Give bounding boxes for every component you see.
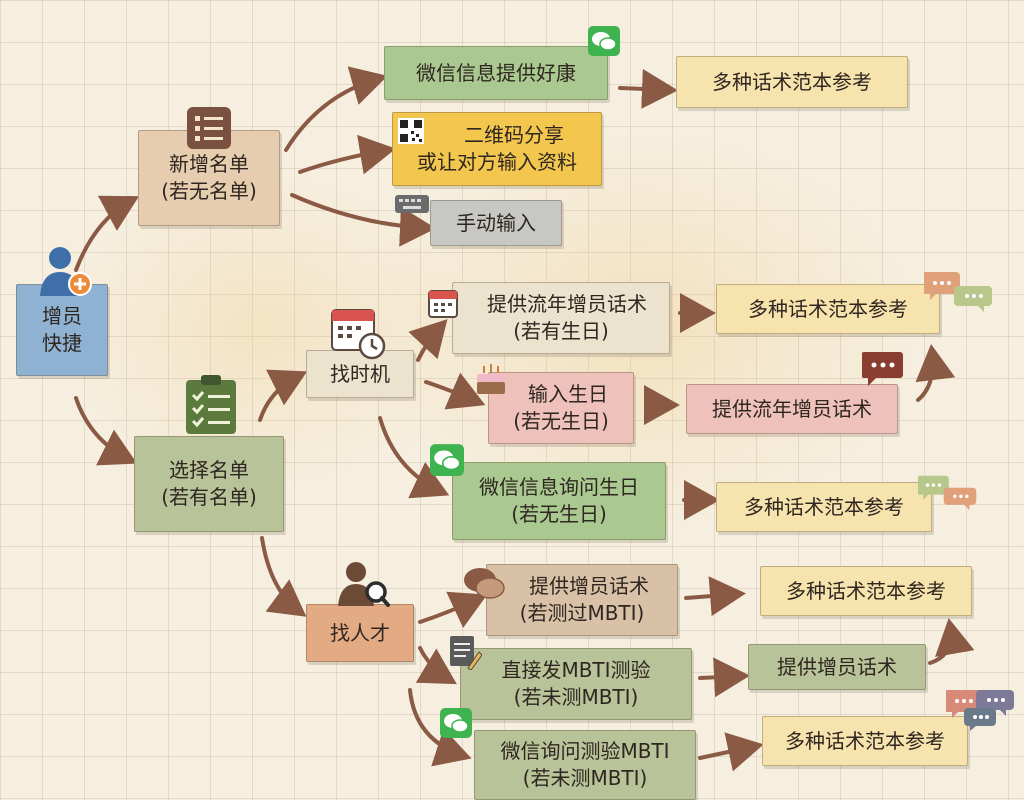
- arrow-new-to-manual: [290, 193, 436, 247]
- send-mbti-node: 直接发MBTI测验 (若未测MBTI): [460, 648, 692, 720]
- arrow-mbti-to-recruit2: [698, 657, 750, 698]
- wechat-ask-birthday-node: 微信信息询问生日 (若无生日): [452, 462, 666, 540]
- wechat-icon: [430, 444, 464, 476]
- arrow-root-to-select: [74, 396, 138, 466]
- find-talent-label: 找人才: [330, 620, 390, 645]
- offer-recruit-node: 提供增员话术 (若测过MBTI): [486, 564, 678, 636]
- wechat-icon: [440, 708, 472, 738]
- calendar-icon: [428, 290, 458, 318]
- clipboard-checklist-icon: [186, 375, 236, 434]
- offer-yearly-node: 提供流年增员话术 (若有生日): [452, 282, 670, 354]
- offer-recruit-2-label: 提供增员话术: [777, 654, 897, 679]
- person-search-icon: [338, 562, 390, 607]
- scripts-ref-2-label: 多种话术范本参考: [748, 296, 908, 321]
- arrow-root-to-new: [74, 195, 140, 272]
- keyboard-icon: [395, 195, 429, 213]
- wechat-offer-label: 微信信息提供好康: [416, 60, 576, 85]
- wechat-ask-mbti-line2: (若未测MBTI): [522, 766, 648, 790]
- calendar-clock-icon: [331, 309, 386, 360]
- scripts-ref-4-label: 多种话术范本参考: [786, 578, 946, 603]
- wechat-icon: [588, 26, 620, 56]
- manual-input-node: 手动输入: [430, 200, 562, 246]
- input-birthday-line1: 输入生日: [528, 382, 608, 406]
- scripts-ref-3-label: 多种话术范本参考: [744, 494, 904, 519]
- arrow-talent-to-wechatmbti: [408, 688, 472, 767]
- chat-bubble-icon: [862, 352, 903, 386]
- offer-yearly-line1: 提供流年增员话术: [487, 292, 647, 316]
- scripts-ref-2-node: 多种话术范本参考: [716, 284, 940, 334]
- input-birthday-line2: (若无生日): [513, 409, 609, 433]
- arrow-time-to-wechat-birthday: [378, 416, 450, 499]
- wechat-ask-birthday-line2: (若无生日): [511, 502, 607, 526]
- offer-recruit-line2: (若测过MBTI): [519, 601, 645, 625]
- offer-recruit-2-node: 提供增员话术: [748, 644, 926, 690]
- offer-yearly-2-label: 提供流年增员话术: [712, 396, 872, 421]
- new-list-line1: 新增名单: [169, 152, 249, 176]
- wechat-ask-birthday-line1: 微信信息询问生日: [479, 475, 639, 499]
- qr-share-line1: 二维码分享: [464, 123, 564, 147]
- offer-recruit-line1: 提供增员话术: [529, 574, 649, 598]
- select-list-line2: (若有名单): [161, 485, 257, 509]
- arrow-yearly2-up: [915, 344, 956, 402]
- scripts-ref-5-label: 多种话术范本参考: [785, 728, 945, 753]
- birthday-cake-icon: [477, 364, 505, 394]
- root-line2: 快捷: [42, 331, 82, 355]
- select-list-node: 选择名单 (若有名单): [134, 436, 284, 532]
- qr-code-icon: [398, 118, 424, 144]
- chat-bubbles-icon: [946, 690, 1014, 731]
- arrow-talent-to-recruit: [418, 591, 488, 628]
- offer-yearly-line2: (若有生日): [513, 319, 609, 343]
- scripts-ref-1-label: 多种话术范本参考: [712, 69, 872, 94]
- new-list-line2: (若无名单): [161, 179, 257, 203]
- list-icon: [187, 107, 231, 149]
- scripts-ref-3-node: 多种话术范本参考: [716, 482, 932, 532]
- arrow-wechatmbti-to-ref: [698, 732, 764, 772]
- arrow-new-to-wechat: [284, 66, 388, 152]
- find-time-label: 找时机: [330, 361, 390, 386]
- find-talent-node: 找人才: [306, 604, 414, 662]
- chat-bubbles-icon: [918, 475, 977, 510]
- arrow-select-to-time: [258, 369, 308, 422]
- root-line1: 增员: [42, 304, 82, 328]
- arrow-select-to-talent: [260, 536, 307, 617]
- arrow-recruit2-up: [928, 618, 975, 665]
- select-list-line1: 选择名单: [169, 458, 249, 482]
- document-pencil-icon: [450, 636, 482, 670]
- offer-yearly-2-node: 提供流年增员话术: [686, 384, 898, 434]
- qr-share-node: 二维码分享 或让对方输入资料: [392, 112, 602, 186]
- qr-share-line2: 或让对方输入资料: [417, 150, 577, 174]
- wechat-ask-mbti-line1: 微信询问测验MBTI: [500, 739, 670, 763]
- root-node: 增员 快捷: [16, 284, 108, 376]
- scripts-ref-4-node: 多种话术范本参考: [760, 566, 972, 616]
- find-time-node: 找时机: [306, 350, 414, 398]
- arrow-time-to-yearly: [408, 319, 448, 362]
- send-mbti-line2: (若未测MBTI): [513, 685, 639, 709]
- wechat-offer-node: 微信信息提供好康: [384, 46, 608, 100]
- add-user-icon: [40, 247, 92, 296]
- arrow-new-to-qr: [298, 134, 396, 175]
- send-mbti-line1: 直接发MBTI测验: [501, 658, 651, 682]
- scripts-ref-5-node: 多种话术范本参考: [762, 716, 968, 766]
- arrow-wechat-to-ref: [618, 68, 678, 109]
- arrow-recruit-to-ref: [684, 576, 746, 617]
- chat-bubbles-icon: [464, 568, 505, 599]
- manual-input-label: 手动输入: [456, 210, 536, 235]
- wechat-ask-mbti-node: 微信询问测验MBTI (若未测MBTI): [474, 730, 696, 800]
- scripts-ref-1-node: 多种话术范本参考: [676, 56, 908, 108]
- chat-bubbles-icon: [924, 272, 992, 312]
- arrow-talent-to-mbti: [415, 646, 457, 685]
- arrow-time-to-birthday: [424, 372, 486, 410]
- input-birthday-node: 输入生日 (若无生日): [488, 372, 634, 444]
